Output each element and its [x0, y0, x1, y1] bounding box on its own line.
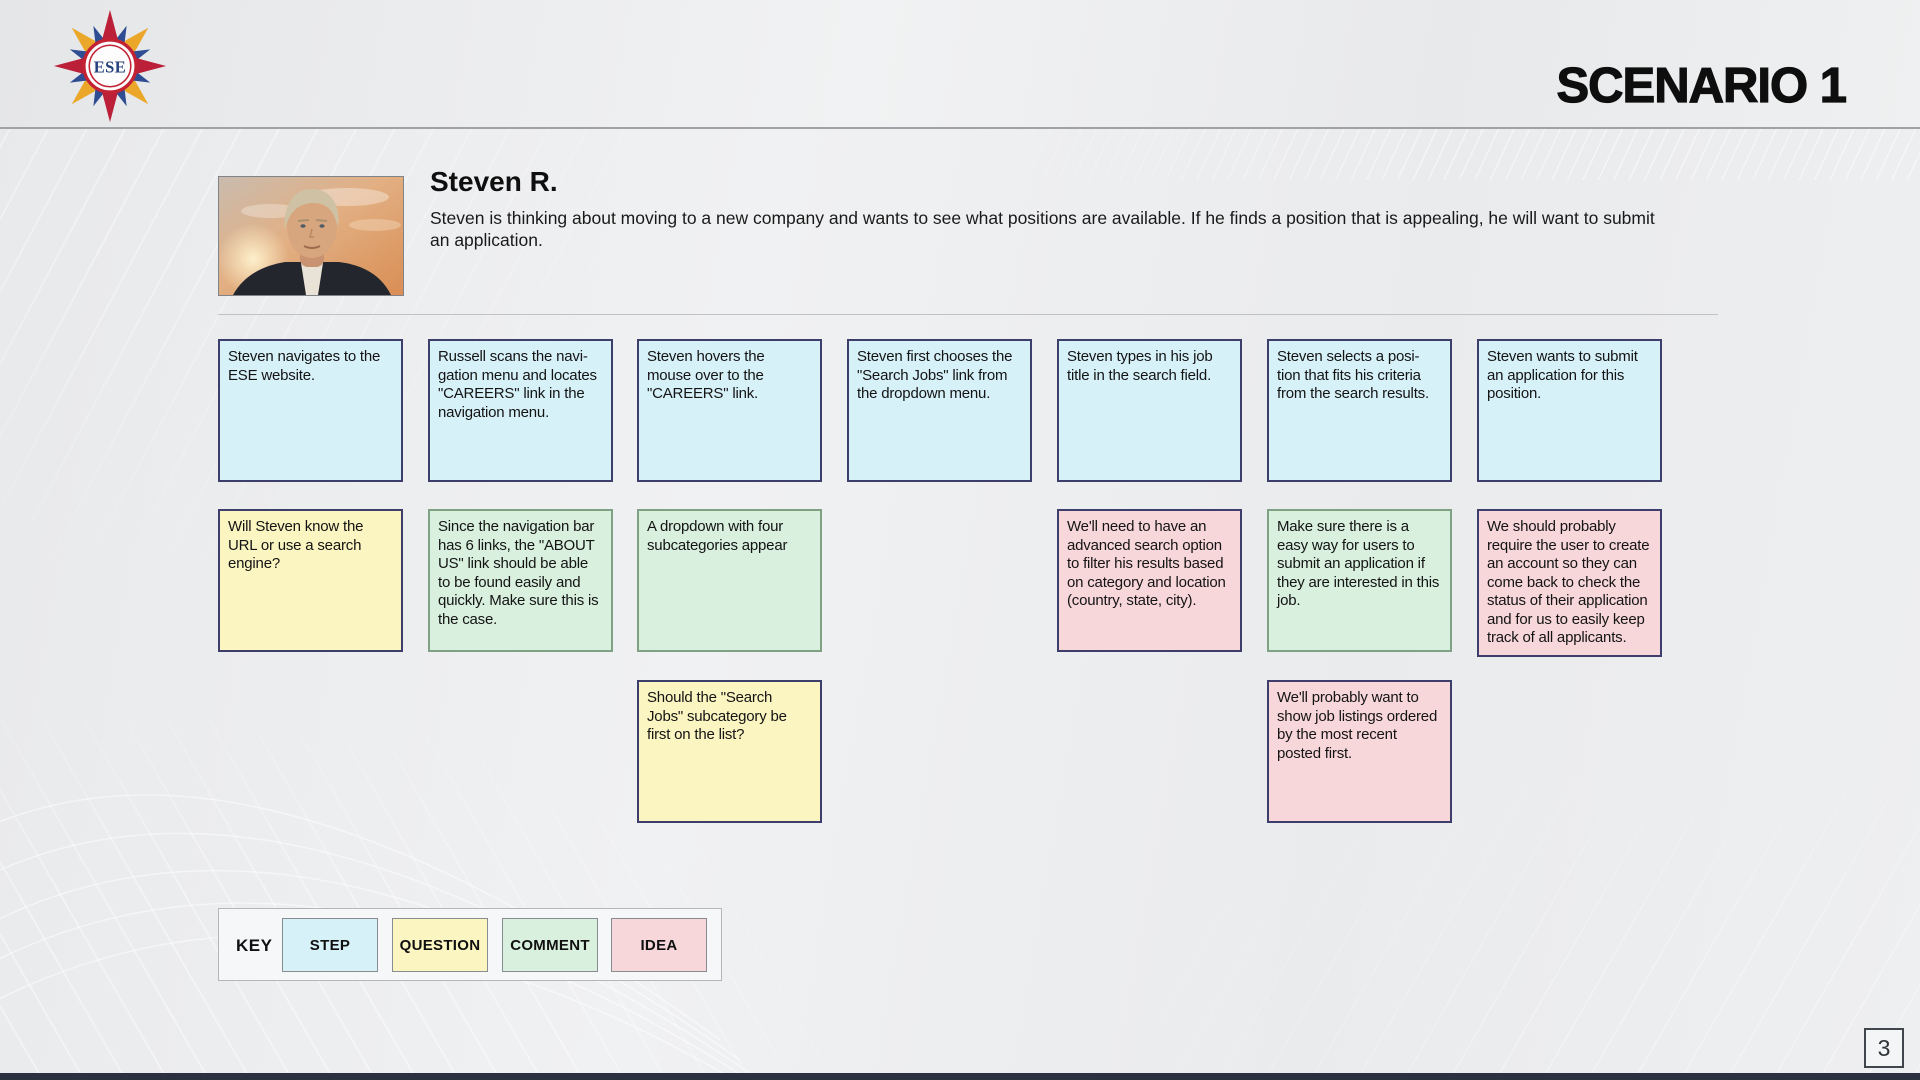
page-title: SCENARIO 1 [1556, 58, 1848, 113]
sticky-note-idea: We should probably require the user to c… [1477, 509, 1662, 657]
sticky-note-step: Steven selects a posi-tion that fits his… [1267, 339, 1452, 482]
section-divider [218, 314, 1718, 315]
sticky-note-step: Steven first chooses the "Search Jobs" l… [847, 339, 1032, 482]
sticky-note-step: Steven hovers the mouse over to the "CAR… [637, 339, 822, 482]
background-decoration [1160, 780, 1920, 1080]
sticky-note-idea: We'll need to have an advanced search op… [1057, 509, 1242, 652]
legend-swatch-comment: COMMENT [502, 918, 598, 972]
sticky-note-question: Should the "Search Jobs" subcategory be … [637, 680, 822, 823]
legend-key: KEY STEP QUESTION COMMENT IDEA [218, 908, 722, 981]
sticky-note-idea: We'll probably want to show job listings… [1267, 680, 1452, 823]
legend-title: KEY [236, 936, 273, 955]
legend-swatch-idea: IDEA [611, 918, 707, 972]
sticky-note-step: Steven types in his job title in the sea… [1057, 339, 1242, 482]
bottom-bar [0, 1073, 1920, 1080]
sticky-note-comment: A dropdown with four subcategories appea… [637, 509, 822, 652]
sticky-note-comment: Since the navigation bar has 6 links, th… [428, 509, 613, 652]
legend-swatch-step: STEP [282, 918, 378, 972]
ese-logo-icon: ESE [53, 9, 167, 123]
persona-photo [218, 176, 404, 296]
page-number-badge: 3 [1864, 1028, 1904, 1068]
sticky-note-step: Steven navigates to the ESE website. [218, 339, 403, 482]
sticky-note-comment: Make sure there is a easy way for users … [1267, 509, 1452, 652]
persona-photo-image [219, 177, 403, 295]
sticky-note-question: Will Steven know the URL or use a search… [218, 509, 403, 652]
persona-description: Steven is thinking about moving to a new… [430, 208, 1655, 250]
legend-swatch-question: QUESTION [392, 918, 488, 972]
persona-name: Steven R. [430, 166, 558, 197]
sticky-note-step: Steven wants to submit an application fo… [1477, 339, 1662, 482]
sticky-note-step: Russell scans the navi-gation menu and l… [428, 339, 613, 482]
header: ESE SCENARIO 1 [0, 0, 1920, 129]
logo-text: ESE [94, 57, 127, 76]
